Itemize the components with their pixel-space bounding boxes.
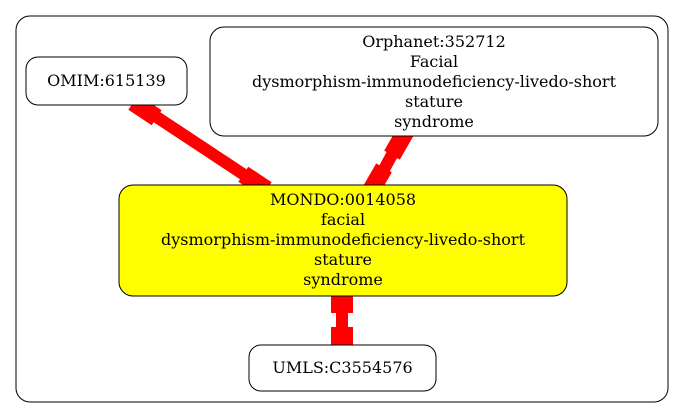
- node-orphanet-line-4: stature: [405, 92, 463, 111]
- node-orphanet-line-5: syndrome: [394, 112, 474, 131]
- node-orphanet-box: [209, 26, 659, 137]
- node-mondo-line-2: facial: [321, 210, 365, 229]
- node-orphanet-line-2: Facial: [410, 52, 458, 71]
- node-orphanet-line-3: dysmorphism-immunodeficiency-livedo-shor…: [252, 72, 617, 91]
- edges: [128, 94, 414, 349]
- node-umls-box: [248, 344, 437, 392]
- node-umls-label: UMLS:C3554576: [272, 358, 412, 377]
- node-mondo-line-5: syndrome: [303, 270, 383, 289]
- node-mondo-line-1: MONDO:0014058: [270, 190, 416, 209]
- cluster-border: [15, 15, 669, 403]
- node-omim[interactable]: OMIM:615139: [25, 56, 188, 106]
- node-umls[interactable]: UMLS:C3554576: [248, 344, 437, 392]
- node-mondo-line-3: dysmorphism-immunodeficiency-livedo-shor…: [161, 230, 526, 249]
- edge-mondo-umls: [331, 291, 353, 349]
- node-mondo-line-4: stature: [314, 250, 372, 269]
- node-omim-label: OMIM:615139: [47, 71, 166, 90]
- node-mondo[interactable]: MONDO:0014058 facial dysmorphism-immunod…: [118, 184, 568, 297]
- node-mondo-box: [118, 184, 568, 297]
- node-orphanet-line-1: Orphanet:352712: [362, 32, 506, 51]
- node-orphanet[interactable]: Orphanet:352712 Facial dysmorphism-immun…: [209, 26, 659, 137]
- node-omim-box: [25, 56, 188, 106]
